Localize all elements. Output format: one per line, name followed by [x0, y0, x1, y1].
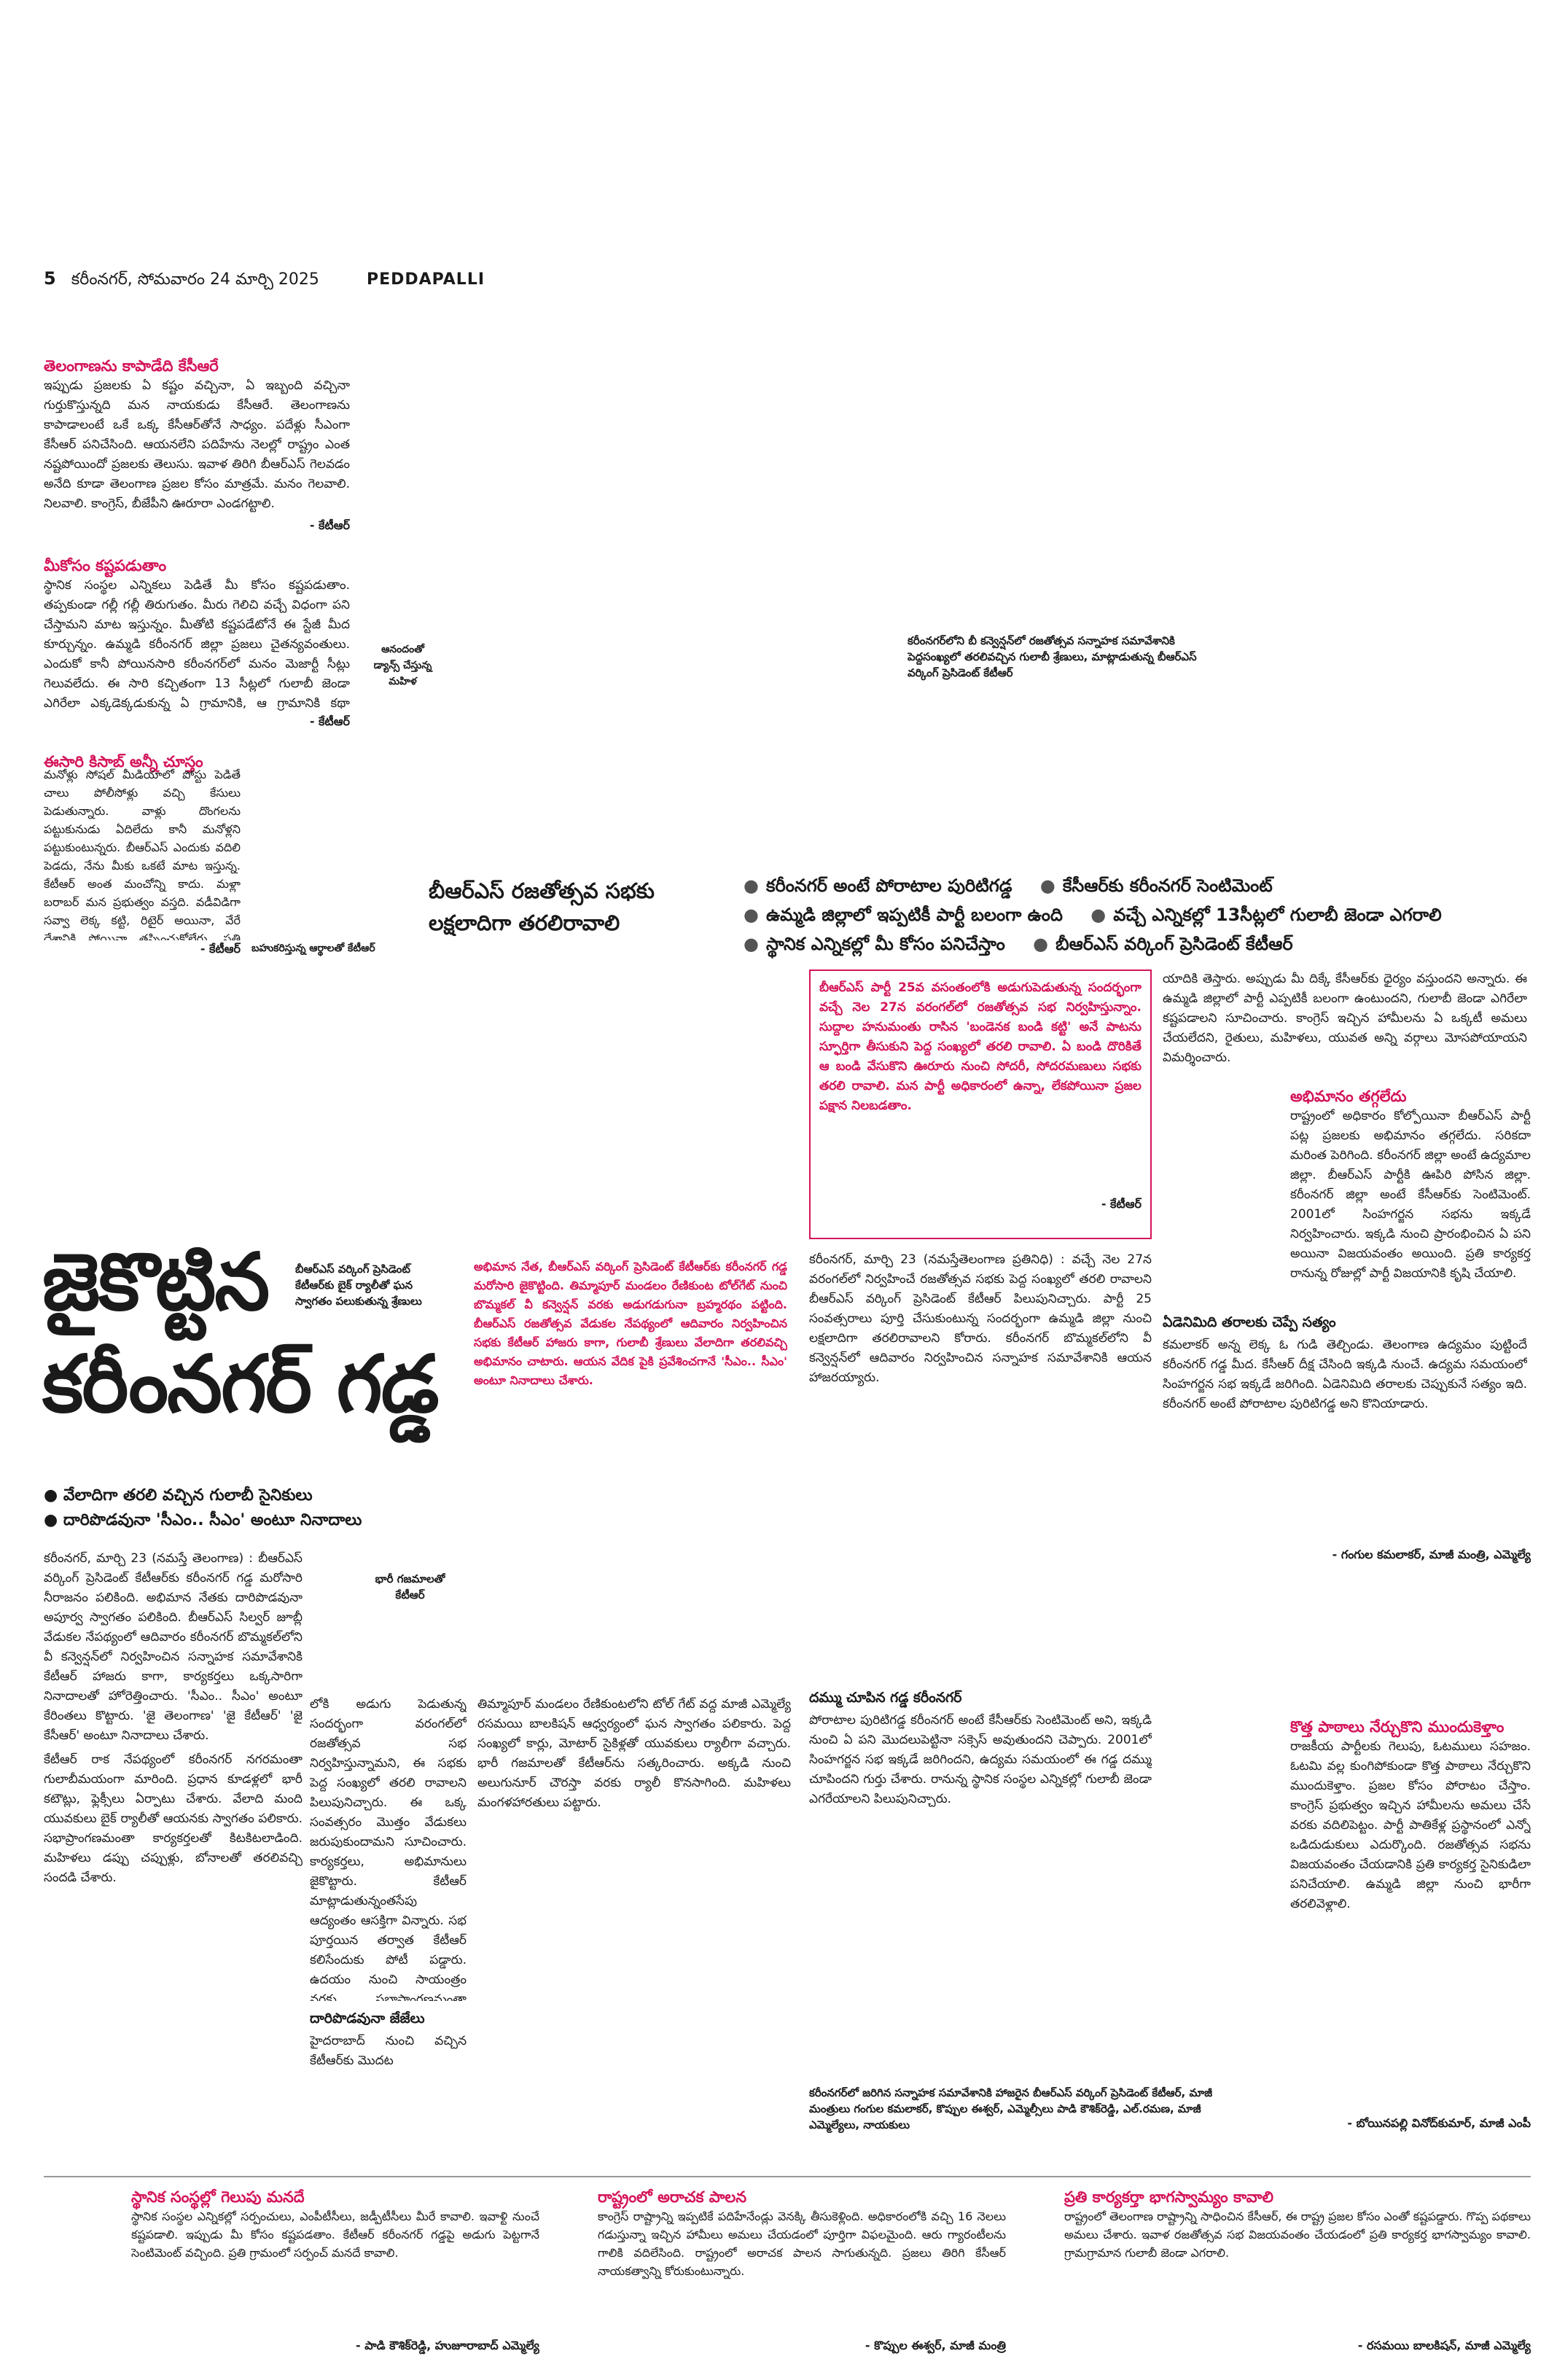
bullet-icon: ●: [1033, 934, 1049, 954]
brief-2: మీకోసం కష్టపడుతాం స్థానిక సంస్థల ఎన్నికల…: [44, 555, 350, 731]
highlight-row-2: ● ఉమ్మడి జిల్లాలో ఇప్పటికీ పార్టీ బలంగా ఉ…: [744, 900, 1531, 929]
rally-caption: బీఆర్ఎస్ వర్కింగ్ ప్రెసిడెంట్ కేటీఆర్‌కు…: [295, 1263, 422, 1308]
headline: జైకొట్టిన కరీంనగర్ గడ్డ: [42, 1232, 440, 1465]
lead-para-1: కరీంనగర్, మార్చి 23 (నమస్తే తెలంగాణ) : బ…: [44, 1551, 303, 1743]
story-lead: కరీంనగర్, మార్చి 23 (నమస్తే తెలంగాణ) : బ…: [44, 1549, 303, 2074]
bottom-brief-3: ప్రతి కార్యకర్తా భాగస్వామ్యం కావాలి రాష్…: [1064, 2187, 1531, 2365]
story-col-2: లోకి అడుగు పెడుతున్న సందర్భంగా వరంగల్‌లో…: [310, 1695, 467, 2074]
sub-bullet-2: ● దారిపొడవునా 'సీఎం.. సీఎం' అంటూ నినాదాల…: [44, 1508, 467, 1533]
brief-heading: అభిమానం తగ్గలేదు: [1290, 1088, 1407, 1105]
brief-body: స్థానిక సంస్థల ఎన్నికల్లో సర్పంచులు, ఎంప…: [131, 2209, 539, 2260]
brief-signature: - రసమయి బాలకిషన్, మాజీ ఎమ్మెల్యే: [1357, 2338, 1531, 2352]
highlight-row-3: ● స్థానిక ఎన్నికల్లో మీ కోసం పనిచేస్తాం ●…: [744, 929, 1531, 959]
highlight-item: ఉమ్మడి జిల్లాలో ఇప్పటికీ పార్టీ బలంగా ఉం…: [765, 905, 1063, 925]
brief-body: రాష్ట్రంలో తెలంగాణ రాష్ట్రాన్ని సాధించిన…: [1064, 2209, 1531, 2260]
col-2-section: దారిపొడవునా జేజేలు: [310, 2010, 425, 2026]
brief-signature: - కొప్పుల ఈశ్వర్, మాజీ మంత్రి: [865, 2338, 1006, 2352]
left-column: తెలంగాణను కాపాడేది కేసీఆరే ఇప్పుడు ప్రజల…: [44, 356, 350, 975]
story-section-1: ఏడెనిమిది తరాలకు చెప్పే సత్యం కమలాకర్ అన…: [1163, 1305, 1527, 1698]
brief-signature: - కేటీఆర్: [309, 714, 350, 728]
section-heading: దమ్ము చూపిన గడ్డ కరీంనగర్: [809, 1690, 962, 1706]
brief-heading: రాష్ట్రంలో అరాచక పాలన: [598, 2188, 747, 2206]
right-column-1: అభిమానం తగ్గలేదు రాష్ట్రంలో అధికారం కోల్…: [1290, 1086, 1531, 1589]
story-section-2: దమ్ము చూపిన గడ్డ కరీంనగర్ పోరాటాల పురిటి…: [809, 1680, 1152, 2074]
brief-signature: - పాడి కౌశిక్‌రెడ్డి, హుజూరాబాద్ ఎమ్మెల్…: [356, 2338, 539, 2352]
brief-body: రాష్ట్రంలో అధికారం కోల్పోయినా బీఆర్ఎస్ ప…: [1290, 1109, 1531, 1281]
edition-name: PEDDAPALLI: [366, 270, 485, 289]
brief-heading: తెలంగాణను కాపాడేది కేసీఆరే: [44, 357, 219, 375]
brief-heading: మీకోసం కష్టపడుతాం: [44, 557, 167, 574]
pink-story-box: అభిమాన నేత, బీఆర్ఎస్ వర్కింగ్ ప్రెసిడెంట…: [474, 1257, 787, 1673]
quote-box-signature: - కేటీఆర్: [1101, 1197, 1142, 1211]
brief-body: కాంగ్రెస్ రాష్ట్రాన్ని ఇప్పటికే పదిహేనేం…: [598, 2209, 1006, 2278]
sub-bullet-text: దారిపొడవునా 'సీఎం.. సీఎం' అంటూ నినాదాలు: [63, 1511, 362, 1529]
brief-3-body: మనోళ్లు సోషల్ మీడియాలో పోస్టు పెడితే చాల…: [44, 768, 241, 940]
bottom-brief-1: స్థానిక సంస్థల్లో గెలుపు మనదే స్థానిక సం…: [131, 2187, 539, 2365]
dateline: కరీంనగర్, సోమవారం 24 మార్చి 2025: [71, 270, 319, 289]
story-highlights: ● కరీంనగర్ అంటే పోరాటాల పురిటిగడ్డ ● కేసీఆ…: [744, 871, 1531, 966]
quote-box-text: బీఆర్ఎస్ పార్టీ 25వ వసంతంలోకి అడుగుపెడుత…: [819, 980, 1142, 1113]
bullet-icon: ●: [744, 875, 759, 896]
bottom-divider: [44, 2176, 1531, 2177]
highlight-item: కేసీఆర్‌కు కరీంనగర్ సెంటిమెంట్: [1062, 875, 1273, 896]
section-body: పోరాటాల పురిటిగడ్డ కరీంనగర్ అంటే కేసీఆర్…: [809, 1713, 1152, 1806]
story-kicker: బీఆర్ఎస్ రజతోత్సవ సభకు లక్షలాదిగా తరలిరా…: [429, 875, 735, 940]
section-heading: ఏడెనిమిది తరాలకు చెప్పే సత్యం: [1163, 1314, 1336, 1330]
masthead: 5 కరీంనగర్, సోమవారం 24 మార్చి 2025 PEDDA…: [44, 268, 700, 297]
dancers-caption: ఆనందంతో డ్యాన్స్ చేస్తున్న మహిళ: [373, 644, 432, 687]
brief-signature: - కేటీఆర్: [309, 518, 350, 532]
bullet-icon: ●: [1090, 905, 1107, 925]
highlight-item: బీఆర్ఎస్ వర్కింగ్ ప్రెసిడెంట్ కేటీఆర్: [1055, 934, 1293, 954]
section-body: కమలాకర్ అన్న లెక్క ఓ గుడి తెల్చిండు. తెల…: [1163, 1338, 1527, 1411]
bullet-icon: ●: [44, 1486, 63, 1505]
brief-body: స్థానిక సంస్థల ఎన్నికలు పెడితే మీ కోసం క…: [44, 578, 350, 711]
sub-bullet-1: ● వేలాదిగా తరలి వచ్చిన గులాబీ సైనికులు: [44, 1483, 467, 1508]
story-col-3: తిమ్మాపూర్ మండలం రేణికుంటలోని టోల్ గేట్ …: [477, 1697, 791, 1810]
bullet-icon: ●: [44, 1511, 63, 1529]
brief-body: ఇప్పుడు ప్రజలకు ఏ కష్టం వచ్చినా, ఏ ఇబ్బం…: [44, 378, 350, 511]
right-column-2: కొత్త పాఠాలు నేర్చుకొని ముందుకెళ్తాం రాజ…: [1290, 1717, 1531, 2161]
stage-caption: కరీంనగర్‌లో జరిగిన సన్నాహక సమావేశానికి హ…: [809, 2086, 1213, 2131]
highlight-item: వచ్చే ఎన్నికల్లో 13సీట్లలో గులాబీ జెండా …: [1113, 905, 1442, 925]
brief-heading: కొత్త పాఠాలు నేర్చుకొని ముందుకెళ్తాం: [1290, 1718, 1505, 1736]
col-2-text: లోకి అడుగు పెడుతున్న సందర్భంగా వరంగల్‌లో…: [310, 1697, 467, 2001]
crowd-caption: కరీంనగర్‌లోని బీ కన్వెన్షన్‌లో రజతోత్సవ …: [908, 634, 1197, 679]
brief-1: తెలంగాణను కాపాడేది కేసీఆరే ఇప్పుడు ప్రజల…: [44, 356, 350, 535]
bottom-brief-2: రాష్ట్రంలో అరాచక పాలన కాంగ్రెస్ రాష్ట్రా…: [598, 2187, 1006, 2365]
quote-box-top: బీఆర్ఎస్ పార్టీ 25వ వసంతంలోకి అడుగుపెడుత…: [809, 969, 1152, 1239]
bullet-icon: ●: [744, 905, 759, 925]
highlight-item: స్థానిక ఎన్నికల్లో మీ కోసం పనిచేస్తాం: [765, 934, 1005, 954]
story-body-b: యాదికి తెస్తారు. అప్పుడు మీ దిక్కే కేసీఆ…: [1163, 972, 1527, 1065]
highlight-item: కరీంనగర్ అంటే పోరాటాల పురిటిగడ్డ: [765, 875, 1012, 896]
pink-story-text: అభిమాన నేత, బీఆర్ఎస్ వర్కింగ్ ప్రెసిడెంట…: [474, 1260, 787, 1387]
story-body-a: కరీంనగర్, మార్చి 23 (నమస్తేతెలంగాణ ప్రతి…: [809, 1252, 1152, 1385]
brief-body: రాజకీయ పార్టీలకు గెలుపు, ఓటములు సహజం. ఓట…: [1290, 1739, 1531, 1911]
brief-3-signature: - కేటీఆర్: [200, 942, 241, 956]
kicker-text: బీఆర్ఎస్ రజతోత్సవ సభకు లక్షలాదిగా తరలిరా…: [429, 878, 655, 935]
brief-signature: - గంగుల కమలాకర్, మాజీ మంత్రి, ఎమ్మెల్యే: [1332, 1548, 1531, 1561]
garland-caption: భారీ గజమాలతో కేటీఆర్: [375, 1572, 445, 1601]
brief-signature: - బోయినపల్లి వినోద్‌కుమార్, మాజీ ఎంపీ: [1347, 2116, 1531, 2130]
bullet-icon: ●: [1039, 875, 1055, 896]
headline-sub-bullets: ● వేలాదిగా తరలి వచ్చిన గులాబీ సైనికులు ●…: [44, 1483, 467, 1542]
sub-bullet-text: వేలాదిగా తరలి వచ్చిన గులాబీ సైనికులు: [63, 1486, 313, 1505]
brief-heading: ఈసారి కిసాబ్ అన్నీ చూస్తం: [44, 753, 203, 770]
col-2-tail: హైదరాబాద్ నుంచి వచ్చిన కేటీఆర్‌కు మొదట: [310, 2034, 467, 2068]
page-number: 5: [44, 268, 56, 289]
brief-heading: స్థానిక సంస్థల్లో గెలుపు మనదే: [131, 2188, 305, 2206]
bullet-icon: ●: [744, 934, 759, 954]
brief-heading: ప్రతి కార్యకర్తా భాగస్వామ్యం కావాలి: [1064, 2188, 1273, 2206]
highlight-row-1: ● కరీంనగర్ అంటే పోరాటాల పురిటిగడ్డ ● కేసీఆ…: [744, 871, 1531, 900]
lead-para-2: కేటీఆర్ రాక నేపథ్యంలో కరీంనగర్ నగరమంతా గ…: [44, 1752, 303, 1885]
honour-caption: బహుకరిస్తున్న ఆర్థాలతో కేటీఆర్: [251, 943, 375, 954]
brief-3: ఈసారి కిసాబ్ అన్నీ చూస్తం: [44, 752, 350, 772]
headline-text: జైకొట్టిన కరీంనగర్ గడ్డ: [42, 1237, 439, 1430]
